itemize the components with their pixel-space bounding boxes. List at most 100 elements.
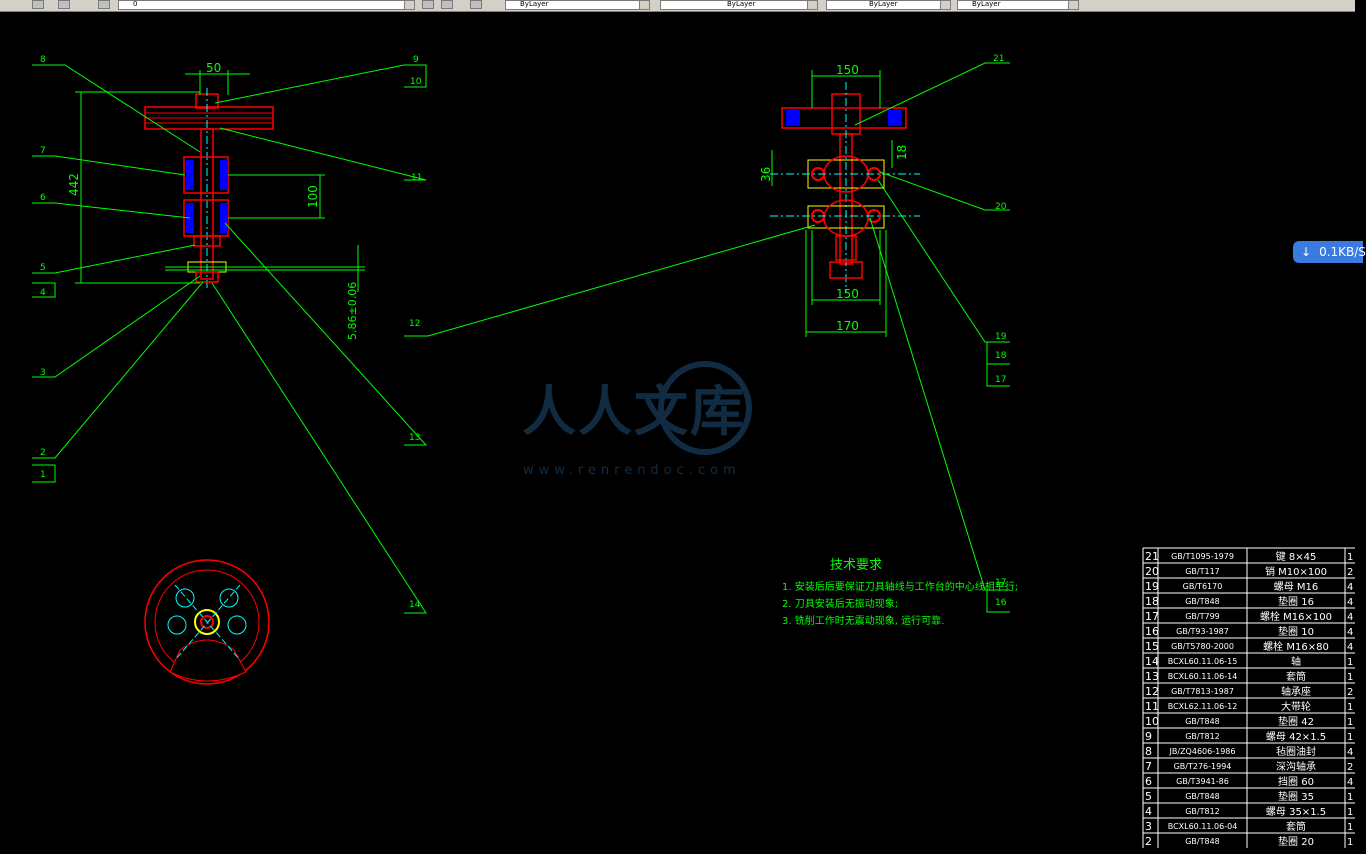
bom-item-name: 深沟轴承 [1276,760,1316,773]
bom-item-number: 16 [1145,625,1159,638]
bom-item-name: 螺栓 M16×80 [1263,640,1329,653]
cutout [169,639,247,682]
chevron-down-icon [807,1,817,9]
bom-item-code: GB/T848 [1185,717,1220,726]
bom-item-number: 11 [1145,700,1159,713]
color-dropdown[interactable]: ByLayer [505,0,650,10]
balloon-box-1 [32,464,56,483]
tech-heading: 技术要求 [830,558,882,573]
front-view: 50 442 100 5.86±0.06 8 [32,55,428,614]
bom-item-number: 2 [1145,835,1152,848]
balloon-1: 1 [40,470,46,480]
technical-requirements: 技术要求 1. 安装后后要保证刀具轴线与工作台的中心线相平行; 2. 刀具安装后… [782,558,1018,627]
bom-item-number: 15 [1145,640,1159,653]
leader-6 [32,202,191,219]
cutter-plan-view [144,559,270,685]
balloon-8: 8 [40,55,46,65]
watermark-title: 人人文库 [522,380,746,443]
bom-item-code: GB/T6170 [1183,582,1223,591]
bom-item-name: 套筒 [1286,820,1306,833]
bom-item-qty: 4 [1347,627,1353,638]
bom-item-code: GB/T7813-1987 [1171,687,1234,696]
dimension-442: 442 [67,173,81,196]
bom-item-qty: 1 [1347,792,1353,803]
bolt-hole [227,615,247,635]
bom-item-number: 7 [1145,760,1152,773]
bom-item-qty: 1 [1347,822,1353,833]
chevron-down-icon [639,1,649,9]
make-current-icon[interactable] [422,0,434,9]
bom-item-code: GB/T1095-1979 [1171,552,1234,561]
layer-properties-icon[interactable] [32,0,44,9]
lineweight-dropdown[interactable]: ByLayer [826,0,951,10]
bearing-section [186,160,194,190]
leaders [404,62,1010,613]
chevron-down-icon [404,1,414,9]
bom-item-qty: 2 [1347,762,1353,773]
dimension-50: 50 [206,61,221,75]
bom-item-number: 20 [1145,565,1159,578]
leader-17 [869,217,1010,591]
down-arrow-icon: ↓ [1301,245,1312,259]
dimension-36: 36 [759,167,773,182]
leader-2 [32,281,204,459]
properties-toolbar: 0 ByLayer ByLayer ByLayer ByLayer [0,0,1355,12]
plotstyle-dropdown[interactable]: ByLayer [957,0,1079,10]
bearing-housing [781,107,907,129]
plotstyle-value: ByLayer [972,0,1001,8]
balloon-20: 20 [995,202,1007,212]
dimension-150-bottom: 150 [836,287,859,301]
bom-item-number: 8 [1145,745,1152,758]
network-speed-text: 0.1KB/S [1319,245,1366,259]
leader-20 [879,171,1010,211]
hub-circle [194,609,220,635]
balloon-stack-19-17 [986,342,1010,387]
bom-item-qty: 1 [1347,807,1353,818]
bolt-hole [219,588,239,608]
balloon-3: 3 [40,368,46,378]
bom-item-number: 18 [1145,595,1159,608]
layer-isolate-icon[interactable] [470,0,482,9]
bom-item-code: GB/T848 [1185,837,1220,846]
watermark-url: www.renrendoc.com [523,463,741,478]
drawing-canvas[interactable]: 50 442 100 5.86±0.06 8 [0,12,1355,854]
bom-item-code: GB/T276-1994 [1174,762,1232,771]
chevron-down-icon [940,1,950,9]
balloon-16: 16 [995,598,1007,608]
flange-lower [807,205,885,229]
linetype-dropdown[interactable]: ByLayer [660,0,818,10]
bom-item-name: 毡圈油封 [1276,745,1316,758]
bom-item-name: 垫圈 20 [1278,835,1314,848]
leader-14 [211,282,427,614]
bom-item-code: BCXL60.11.06-04 [1168,822,1238,831]
network-speed-badge[interactable]: ↓ 0.1KB/S [1293,241,1366,263]
layer-state-icon[interactable] [98,0,110,9]
bom-item-name: 垫圈 10 [1278,625,1314,638]
balloon-box-9-10 [404,64,427,88]
bom-item-code: JB/ZQ4606-1986 [1169,747,1236,756]
side-view: 150 18 36 150 170 21 20 12 19 18 17 17 1 [404,54,1010,613]
bom-item-code: GB/T5780-2000 [1171,642,1234,651]
leader-5 [32,244,196,274]
bom-item-name: 键 8×45 [1276,550,1317,563]
lineweight-value: ByLayer [869,0,898,8]
bom-item-number: 17 [1145,610,1159,623]
dimension-170: 170 [836,319,859,333]
bom-item-number: 6 [1145,775,1152,788]
bom-item-qty: 4 [1347,777,1353,788]
bom-item-code: GB/T848 [1185,597,1220,606]
bearing-section [220,160,228,190]
bearing-block [888,110,902,126]
layer-previous-icon[interactable] [58,0,70,9]
bom-item-qty: 1 [1347,717,1353,728]
bearing-block [786,110,800,126]
layer-dropdown[interactable]: 0 [118,0,415,10]
bom-item-name: 垫圈 35 [1278,790,1314,803]
leader-12 [404,224,816,337]
bom-item-qty: 1 [1347,702,1353,713]
balloon-17-upper: 17 [995,375,1006,385]
dimension-18: 18 [895,145,909,160]
layer-match-icon[interactable] [441,0,453,9]
balloon-19: 19 [995,332,1007,342]
bom-item-code: GB/T799 [1185,612,1220,621]
